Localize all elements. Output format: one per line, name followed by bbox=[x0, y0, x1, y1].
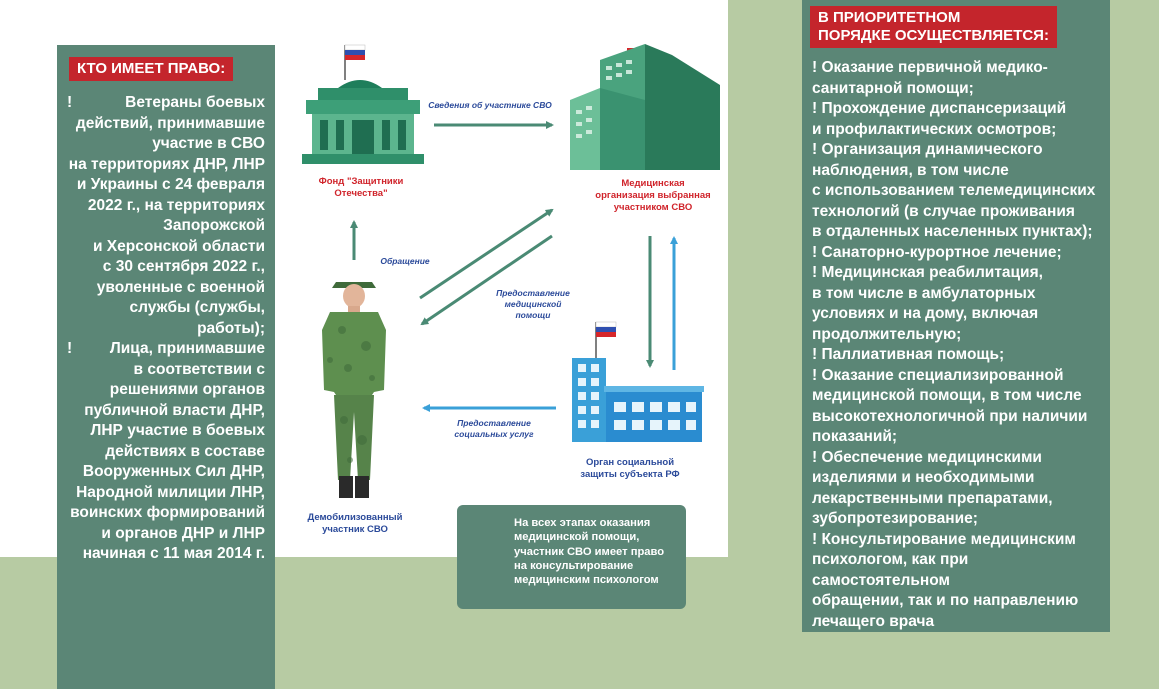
priority-item: ! Консультирование медицинским психолого… bbox=[812, 530, 1079, 630]
arrow-label-info: Сведения об участнике СВО bbox=[428, 100, 552, 110]
priority-item: ! Организация динамического наблюдения, … bbox=[812, 141, 1096, 240]
eligibility-list: !Ветераны боевых действий, принимавшие у… bbox=[67, 93, 265, 565]
eligibility-panel: КТО ИМЕЕТ ПРАВО: !Ветераны боевых действ… bbox=[57, 45, 275, 689]
soldier-caption: Демобилизованный участник СВО bbox=[307, 512, 403, 535]
priority-panel: В ПРИОРИТЕТНОМ ПОРЯДКЕ ОСУЩЕСТВЛЯЕТСЯ: !… bbox=[802, 0, 1110, 632]
arrow-label-social-services: Предоставление социальных услуг bbox=[454, 418, 534, 439]
priority-item: ! Медицинская реабилитация, в том числе … bbox=[812, 264, 1043, 343]
priority-item: ! Обеспечение медицинскими изделиями и н… bbox=[812, 448, 1053, 528]
hospital-building-icon bbox=[570, 44, 720, 170]
eligibility-item: !Ветераны боевых действий, принимавшие у… bbox=[67, 94, 265, 337]
alert-text: На всех этапах оказания медицинской помо… bbox=[514, 517, 665, 587]
arrow-label-medical-help: Предоставление медицинской помощи bbox=[496, 288, 570, 320]
priority-list: ! Оказание первичной медико- санитарной … bbox=[810, 58, 1102, 632]
priority-item: ! Паллиативная помощь; bbox=[812, 346, 1005, 363]
medical-caption: Медицинская организация выбранная участн… bbox=[595, 178, 711, 213]
exclamation-icon: ! bbox=[67, 340, 73, 357]
social-caption: Орган социальной защиты субъекта РФ bbox=[580, 457, 680, 480]
priority-title: В ПРИОРИТЕТНОМ ПОРЯДКЕ ОСУЩЕСТВЛЯЕТСЯ: bbox=[810, 6, 1057, 48]
arrow-label-appeal: Обращение bbox=[380, 256, 430, 266]
fund-caption: Фонд "Защитники Отечества" bbox=[318, 176, 404, 199]
fund-building-icon bbox=[302, 44, 424, 164]
eligibility-item: !Лица, принимавшие в соответствии с реше… bbox=[67, 340, 265, 562]
priority-item: ! Оказание первичной медико- санитарной … bbox=[812, 59, 1048, 97]
priority-item: ! Прохождение диспансеризаций и профилак… bbox=[812, 100, 1067, 138]
priority-item: ! Оказание специализированной медицинско… bbox=[812, 366, 1088, 446]
eligibility-title: КТО ИМЕЕТ ПРАВО: bbox=[69, 57, 234, 81]
psychologist-alert: На всех этапах оказания медицинской помо… bbox=[457, 505, 686, 609]
arrow-soldier-to-medical bbox=[419, 208, 554, 300]
arrow-medical-to-soldier bbox=[420, 234, 553, 326]
exclamation-icon: ! bbox=[67, 94, 73, 111]
priority-item: ! Санаторно-курортное лечение; bbox=[812, 243, 1062, 261]
social-building-icon bbox=[572, 321, 704, 442]
soldier-icon bbox=[322, 282, 386, 498]
